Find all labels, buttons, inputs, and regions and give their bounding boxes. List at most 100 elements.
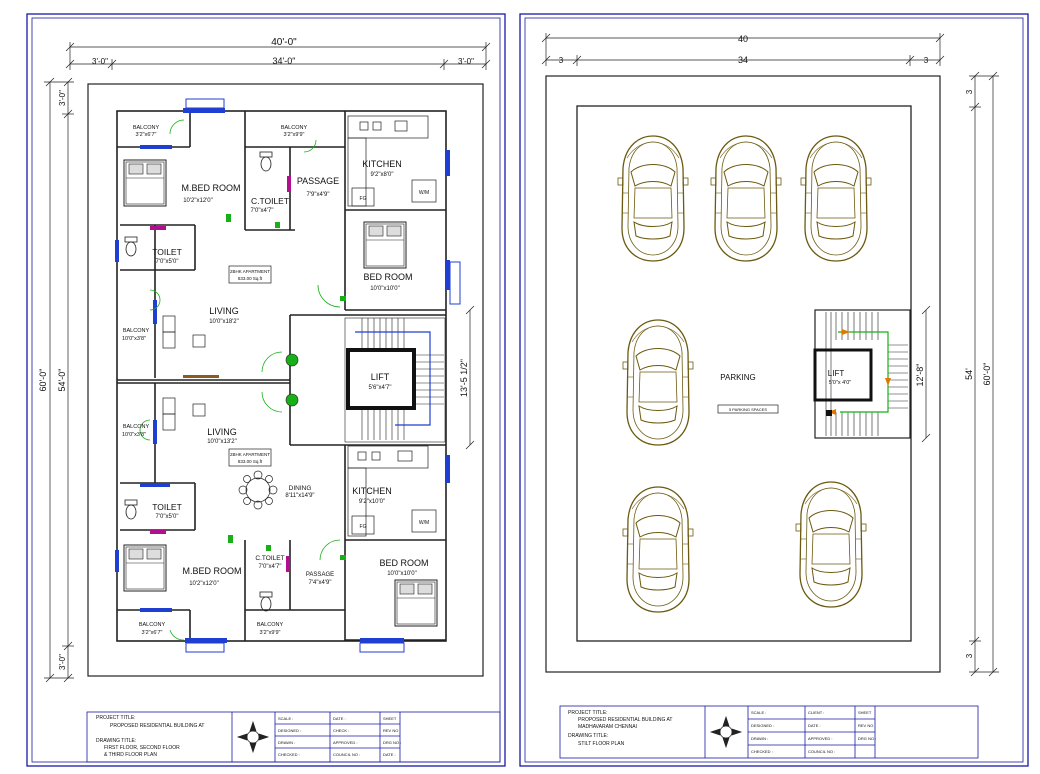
field-sheet: SHEET: [383, 716, 397, 721]
label-passage: PASSAGE: [297, 176, 339, 186]
dim-inner-width: 34'-0": [273, 56, 296, 66]
dim-top-margin-2: 3: [965, 89, 974, 94]
window-sills: [185, 98, 461, 653]
label-master-bedroom-lower: M.BED ROOM: [182, 566, 241, 576]
apartment-tag-upper: [228, 265, 272, 284]
size-c-toilet: 7'0"x4'7": [251, 208, 274, 214]
car-icon-1: [617, 135, 689, 262]
field-scale: SCALE :: [278, 716, 293, 721]
field-date-2: DATE :: [383, 752, 396, 757]
label-bedroom: BED ROOM: [363, 272, 412, 282]
size-c-toilet-lower: 7'0"x4'7": [259, 564, 282, 570]
wc-icon-lower-ctoilet: [259, 591, 273, 612]
dim-right-margin: 3'-0": [458, 57, 474, 66]
bed-upper: [363, 221, 407, 269]
dim-top-margin: 3'-0": [58, 90, 67, 106]
sheet-1-title-block: [86, 711, 501, 763]
label-toilet: TOILET: [152, 247, 182, 257]
project-place-2: MADHAVARAM CHENNAI: [578, 724, 637, 730]
field-checked: CHECKED :: [278, 752, 300, 757]
car-icon-2: [710, 135, 782, 262]
field-drawn: DRAWN :: [278, 740, 295, 745]
label-balcony-1: BALCONY: [133, 125, 160, 131]
dim-left-margin: 3'-0": [92, 57, 108, 66]
parking-label: PARKING: [720, 373, 755, 382]
parking-note: 5 PARKING SPACES: [729, 407, 767, 412]
apartment-area-lower: 833.00 Sq.ft: [238, 459, 263, 464]
dim-right-margin-2: 3: [924, 56, 929, 65]
door-markers: [150, 176, 346, 572]
sheet-2-inner-frame: [524, 17, 1024, 763]
drawing-title-label: DRAWING TITLE:: [96, 738, 136, 744]
wc-icon-lower-toilet: [124, 499, 138, 520]
sheet-1-top-dimensions: [65, 42, 491, 70]
car-icon-5: [622, 486, 694, 613]
stair-direction-arrow: [355, 331, 431, 426]
parking-note-box: [717, 404, 779, 414]
wm-label-upper: W/M: [419, 190, 429, 196]
size-toilet: 7'0"x5'0": [156, 259, 179, 265]
label-kitchen-lower: KITCHEN: [352, 486, 392, 496]
field-rev-no: REV NO: [383, 728, 398, 733]
size-master-bedroom: 10'2"x12'0": [183, 198, 213, 204]
size-bedroom-lower: 10'0"x10'0": [387, 571, 417, 577]
lift-size: 5'6"x4'7": [369, 385, 392, 391]
car-icon-6: [795, 481, 867, 608]
lift-label: LIFT: [371, 372, 390, 382]
lower-flat-labels: BALCONY 10'0"x3'8" LIVING 10'0"x13'2" 2B…: [122, 424, 429, 636]
drawing-title-label-2: DRAWING TITLE:: [568, 733, 608, 739]
label-c-toilet-lower: C.TOILET: [255, 555, 284, 562]
upper-flat-labels: BALCONY 3'2"x6'7" BALCONY 3'2"x9'9" KITC…: [122, 125, 429, 342]
drawing-title-line-2: & THIRD FLOOR PLAN: [104, 752, 157, 758]
field-client-2: CLIENT :: [808, 710, 824, 715]
sheet-2-title-text: PROJECT TITLE: PROPOSED RESIDENTIAL BUIL…: [568, 710, 876, 754]
field-scale-2: SCALE :: [751, 710, 766, 715]
kitchen-counters: [347, 115, 437, 537]
size-master-bedroom-lower: 10'2"x12'0": [189, 581, 219, 587]
field-date-2-2: DATE :: [808, 723, 821, 728]
project-title-2: PROPOSED RESIDENTIAL BUILDING AT: [578, 717, 672, 723]
dim-inner-width-2: 34: [738, 55, 748, 65]
lift-shaft-2: [813, 348, 873, 402]
field-drg-no: DRG NO :: [383, 740, 401, 745]
stair-direction-line-2: [838, 331, 889, 413]
label-master-bedroom: M.BED ROOM: [181, 183, 240, 193]
lift-label-2: LIFT: [828, 369, 845, 378]
drawing-title-line-1: FIRST FLOOR, SECOND FLOOR: [104, 745, 180, 751]
dim-stair-length: 13'-5 1/2": [459, 359, 469, 397]
sheet-1-title-text: PROJECT TITLE: PROPOSED RESIDENTIAL BUIL…: [96, 715, 401, 758]
size-balcony-2: 3'2"x9'9": [284, 132, 305, 138]
label-passage-lower: PASSAGE: [306, 572, 334, 578]
apartment-type-upper: 2BHK APARTMENT: [230, 269, 270, 274]
field-approved-2: APPROVED :: [808, 736, 832, 741]
field-designed: DESIGNED :: [278, 728, 301, 733]
field-check: CHECK :: [333, 728, 349, 733]
field-council-no: COUNCIL NO :: [333, 752, 360, 757]
stair-marker-2: [826, 410, 832, 416]
plot-boundary: [87, 83, 484, 677]
wc-icon-upper-toilet: [124, 236, 138, 257]
size-balcony-1-lower: 3'2"x6'7": [142, 630, 163, 636]
sheet-2-top-dimensions: [541, 33, 945, 66]
field-checked-2: CHECKED :: [751, 749, 773, 754]
project-title-label: PROJECT TITLE:: [96, 715, 136, 721]
sheet-1-outer-frame: [26, 13, 506, 767]
north-arrow-2: [709, 715, 743, 749]
label-balcony-1-lower: BALCONY: [139, 622, 166, 628]
apartment-area-upper: 833.00 Sq.ft: [238, 276, 263, 281]
bed-lower: [394, 579, 438, 627]
field-rev-no-2: REV NO: [858, 723, 873, 728]
drawing-title-2: STILT FLOOR PLAN: [578, 741, 625, 747]
size-toilet-lower: 7'0"x5'0": [156, 514, 179, 520]
size-balcony-1: 3'2"x6'7": [136, 132, 157, 138]
size-kitchen-lower: 9'2"x10'0": [359, 499, 385, 505]
north-arrow-1: [236, 720, 270, 754]
field-date-1: DATE :: [333, 716, 346, 721]
dim-bottom-margin: 3'-0": [58, 654, 67, 670]
label-c-toilet: C.TOILET: [251, 196, 289, 206]
wc-icon-upper-ctoilet: [259, 151, 273, 172]
master-bed-upper: [123, 159, 167, 207]
dim-overall-width: 40'-0": [271, 37, 297, 48]
label-living: LIVING: [209, 306, 239, 316]
windows: [115, 108, 450, 643]
